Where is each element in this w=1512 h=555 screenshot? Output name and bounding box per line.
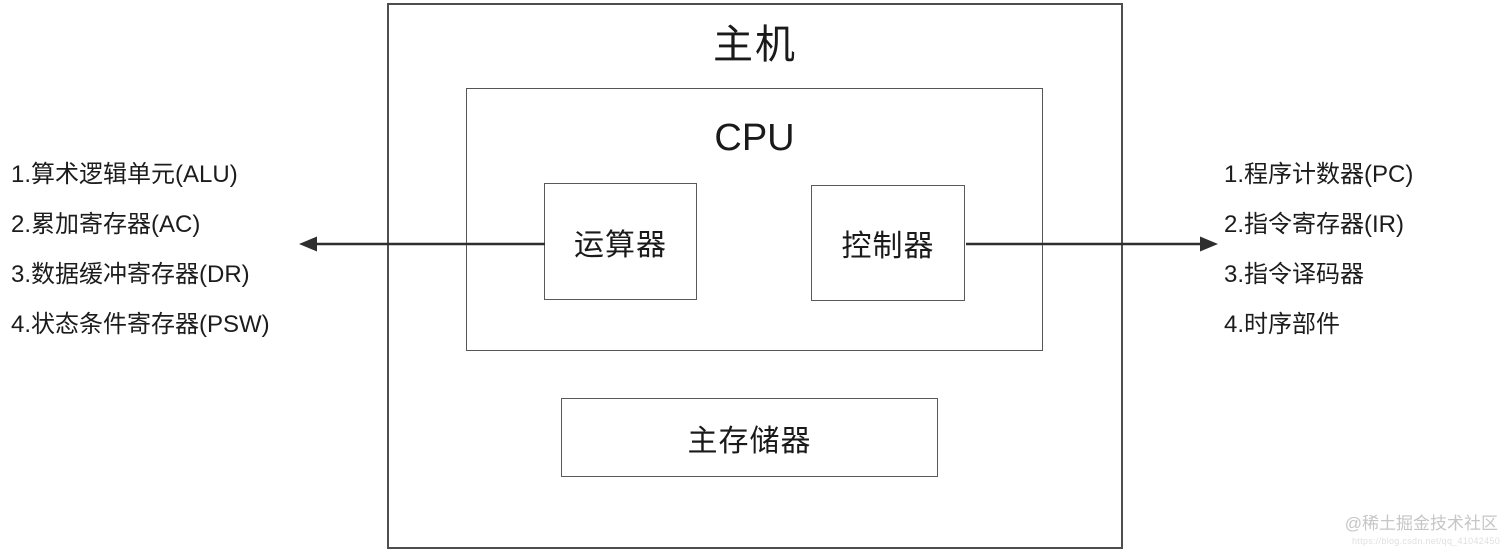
list-item: 4.时序部件 bbox=[1224, 311, 1341, 338]
alu-register-list: 1.算术逻辑单元(ALU) 2.累加寄存器(AC) 3.数据缓冲寄存器(DR) … bbox=[11, 162, 270, 362]
host-box: 主机 CPU 运算器 控制器 主存储器 bbox=[387, 3, 1123, 549]
right-arrowhead-icon bbox=[1200, 236, 1218, 252]
left-arrowhead-icon bbox=[299, 236, 317, 252]
watermark-community: @稀土掘金技术社区 bbox=[1344, 514, 1498, 533]
main-memory-box: 主存储器 bbox=[561, 398, 938, 477]
cpu-box: CPU 运算器 控制器 bbox=[466, 88, 1043, 351]
alu-box-label: 运算器 bbox=[574, 228, 667, 262]
list-item: 1.程序计数器(PC) bbox=[1224, 161, 1414, 188]
list-item: 4.状态条件寄存器(PSW) bbox=[11, 311, 270, 338]
host-title: 主机 bbox=[713, 23, 797, 67]
controller-box: 控制器 bbox=[811, 185, 965, 301]
main-memory-box-label: 主存储器 bbox=[687, 424, 812, 458]
alu-box: 运算器 bbox=[544, 183, 697, 300]
list-item: 3.指令译码器 bbox=[1224, 261, 1365, 288]
watermark-url: https://blog.csdn.net/qq_41042450 bbox=[1351, 536, 1500, 546]
list-item: 1.算术逻辑单元(ALU) bbox=[11, 161, 238, 188]
list-item: 2.累加寄存器(AC) bbox=[11, 211, 201, 238]
cpu-title: CPU bbox=[714, 117, 795, 159]
list-item: 2.指令寄存器(IR) bbox=[1224, 211, 1404, 238]
controller-component-list: 1.程序计数器(PC) 2.指令寄存器(IR) 3.指令译码器 4.时序部件 bbox=[1224, 162, 1413, 362]
list-item: 3.数据缓冲寄存器(DR) bbox=[11, 261, 250, 288]
controller-box-label: 控制器 bbox=[841, 230, 935, 263]
